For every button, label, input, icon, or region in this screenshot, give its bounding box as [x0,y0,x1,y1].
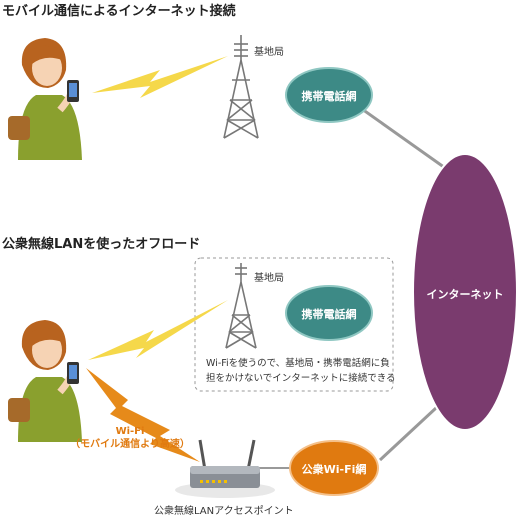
public-wifi-node [289,440,379,496]
mobile-signal-1 [92,56,228,98]
mobile-network-node-1 [285,67,373,123]
internet-cloud [412,153,518,431]
base-station-tower-1 [223,35,259,139]
mobile-network-label-2: 携帯電話網 [301,308,357,321]
section-title-offload: 公衆無線LANを使ったオフロード [2,237,201,252]
wifi-speed-note: （モバイル通信より高速） [70,439,190,450]
access-point-label: 公衆無線LANアクセスポイント [154,506,294,517]
section-title-mobile: モバイル通信によるインターネット接続 [2,4,236,19]
offload-box [194,257,394,392]
mobile-signal-2 [88,300,228,360]
person-figure-2 [8,320,82,442]
person-figure-1 [8,38,82,160]
wifi-signal [86,368,200,462]
internet-label: インターネット [426,288,504,301]
base-station-tower-2 [225,263,257,349]
access-point-device [175,439,275,498]
offload-note: Wi-Fiを使うので、基地局・携帯電話網に負担をかけないでインターネットに接続で… [206,358,396,384]
wifi-name: Wi-Fi [115,426,145,437]
base-station-label-2: 基地局 [254,273,284,284]
mobile-network-label-1: 携帯電話網 [301,90,357,103]
wifi-label: Wi-Fi （モバイル通信より高速） [60,425,200,451]
mobile-network-node-2 [285,285,373,341]
public-wifi-network-label: 公衆Wi-Fi網 [301,463,367,476]
base-station-label-1: 基地局 [254,47,284,58]
